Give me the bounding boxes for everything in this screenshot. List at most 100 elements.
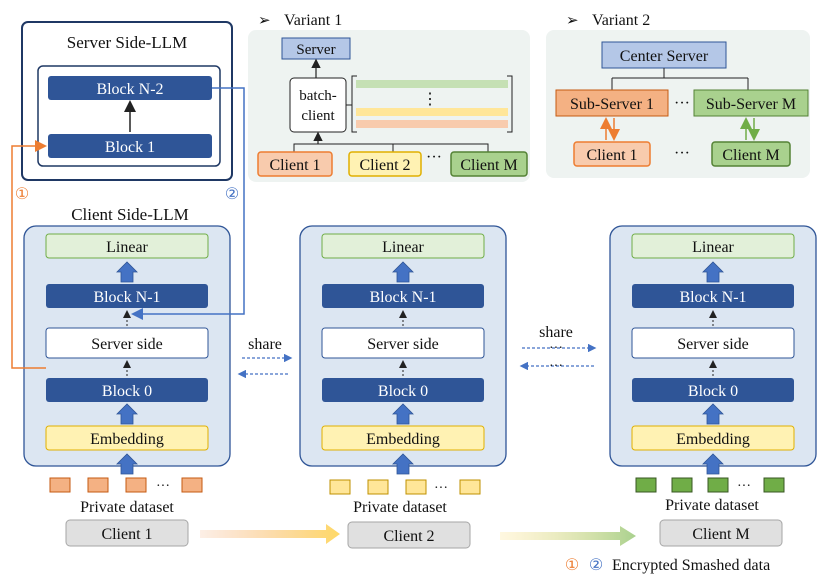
share-arrows-2: share ··· ···	[519, 324, 597, 374]
server-block-n2	[48, 76, 212, 100]
server-side-title: Server Side-LLM	[67, 33, 187, 52]
client-stack-m: Linear Block N-1 Server side Block 0 Emb…	[609, 225, 817, 475]
linear-box	[45, 233, 209, 259]
block-0-box	[632, 378, 794, 402]
v1-client-1-label: Client 1	[269, 157, 320, 174]
private-dataset-label-m: Private dataset	[665, 497, 759, 514]
server-side-panel: Server Side-LLM Block N-2 Block 1	[21, 21, 233, 181]
private-dataset-label-2: Private dataset	[353, 499, 447, 516]
embedding-label: Embedding	[366, 431, 440, 448]
embedding-label: Embedding	[676, 431, 750, 448]
dataset-2: ··· Private dataset	[329, 479, 481, 516]
block-0-label: Block 0	[378, 383, 428, 400]
dataset-m: ··· Private dataset	[635, 477, 785, 514]
v2-client-1-label: Client 1	[586, 147, 637, 164]
flow-arrow-2	[500, 526, 636, 546]
client-1-label: Client 1	[101, 526, 152, 543]
variant-2-panel: ➢ Variant 2 Center Server Sub-Server 1 ·…	[546, 12, 810, 178]
share-dots-top: ···	[549, 341, 563, 356]
v1-dots: ···	[426, 149, 442, 166]
server-side-box	[45, 327, 209, 359]
embedding-label: Embedding	[90, 431, 164, 448]
block-n1-label: Block N-1	[369, 289, 436, 306]
client-stack-2: Linear Block N-1 Server side Block 0 Emb…	[299, 225, 507, 475]
embedding-box	[45, 425, 209, 451]
v2-sub-server-1	[555, 89, 669, 117]
server-side-box	[321, 327, 485, 359]
v2-client-1	[573, 141, 651, 167]
client-2-label: Client 2	[383, 528, 434, 545]
client-side-title: Client Side-LLM	[71, 205, 189, 224]
client-2-box	[347, 521, 471, 549]
v2-dots-bottom: ···	[674, 145, 690, 162]
share-dots-bottom: ···	[549, 359, 563, 374]
client-1-box	[65, 519, 189, 547]
v2-center-label: Center Server	[620, 48, 709, 65]
linear-label: Linear	[382, 239, 424, 256]
v1-client-2	[348, 151, 422, 177]
block-n1-label: Block N-1	[93, 289, 160, 306]
variant-2-bullet: ➢	[566, 13, 579, 29]
svg-text:···: ···	[434, 481, 448, 496]
block-n1-box	[322, 284, 484, 308]
private-dataset-label-1: Private dataset	[80, 499, 174, 516]
flow-arrow-1	[200, 524, 340, 544]
block-n1-box	[632, 284, 794, 308]
v1-batch-label-2: client	[301, 108, 335, 124]
v1-ellipsis: ⋮	[422, 91, 438, 108]
svg-text:···: ···	[156, 479, 170, 494]
linear-label: Linear	[106, 239, 148, 256]
v1-server-label: Server	[296, 42, 335, 58]
server-block-1-label: Block 1	[105, 139, 155, 156]
legend-marker-two: ②	[589, 557, 603, 574]
embedding-box	[631, 425, 795, 451]
legend-marker-one: ①	[565, 557, 579, 574]
marker-one: ①	[15, 186, 29, 203]
client-m-label: Client M	[692, 526, 749, 543]
dataset-1: ··· Private dataset	[49, 477, 203, 516]
block-0-box	[46, 378, 208, 402]
server-side-label: Server side	[367, 336, 439, 353]
linear-box	[631, 233, 795, 259]
client-stack-1: Linear Block N-1 Server side Block 0 Emb…	[23, 225, 231, 475]
v2-sub-server-1-label: Sub-Server 1	[570, 96, 654, 113]
variant-1-title: Variant 1	[284, 12, 342, 29]
v2-center-server	[601, 41, 727, 69]
variant-1-bullet: ➢	[258, 13, 271, 29]
v1-batch-label-1: batch-	[299, 88, 336, 104]
v2-client-m-label: Client M	[722, 147, 779, 164]
block-0-label: Block 0	[688, 383, 738, 400]
v2-client-m	[711, 141, 791, 167]
variant-1-panel: ➢ Variant 1 Server batch- client ⋮ Clien…	[248, 12, 530, 182]
svg-text:···: ···	[737, 479, 751, 494]
v1-client-m-label: Client M	[460, 157, 517, 174]
legend: ① ② Encrypted Smashed data	[565, 557, 770, 574]
share-label-2: share	[539, 324, 573, 341]
block-n1-box	[46, 284, 208, 308]
v1-batch-stack: ⋮	[351, 75, 513, 133]
client-m-box	[659, 519, 783, 547]
v2-sub-server-m	[693, 89, 809, 117]
linear-label: Linear	[692, 239, 734, 256]
embedding-box	[321, 425, 485, 451]
server-side-label: Server side	[91, 336, 163, 353]
v1-client-m	[450, 151, 528, 177]
marker-two: ②	[225, 186, 239, 203]
server-block-1	[48, 134, 212, 158]
smashed-data-paths: ① ②	[11, 87, 245, 369]
v2-dots-top: ···	[674, 95, 690, 112]
legend-text: Encrypted Smashed data	[612, 557, 770, 574]
block-0-label: Block 0	[102, 383, 152, 400]
server-side-label: Server side	[677, 336, 749, 353]
block-n1-label: Block N-1	[679, 289, 746, 306]
linear-box	[321, 233, 485, 259]
variant-2-title: Variant 2	[592, 12, 650, 29]
v1-client-1	[257, 151, 333, 177]
server-block-n2-label: Block N-2	[96, 81, 163, 98]
block-0-box	[322, 378, 484, 402]
share-arrows-1: share	[237, 336, 293, 379]
v2-sub-server-m-label: Sub-Server M	[706, 96, 796, 113]
server-side-box	[631, 327, 795, 359]
v1-client-2-label: Client 2	[359, 157, 410, 174]
